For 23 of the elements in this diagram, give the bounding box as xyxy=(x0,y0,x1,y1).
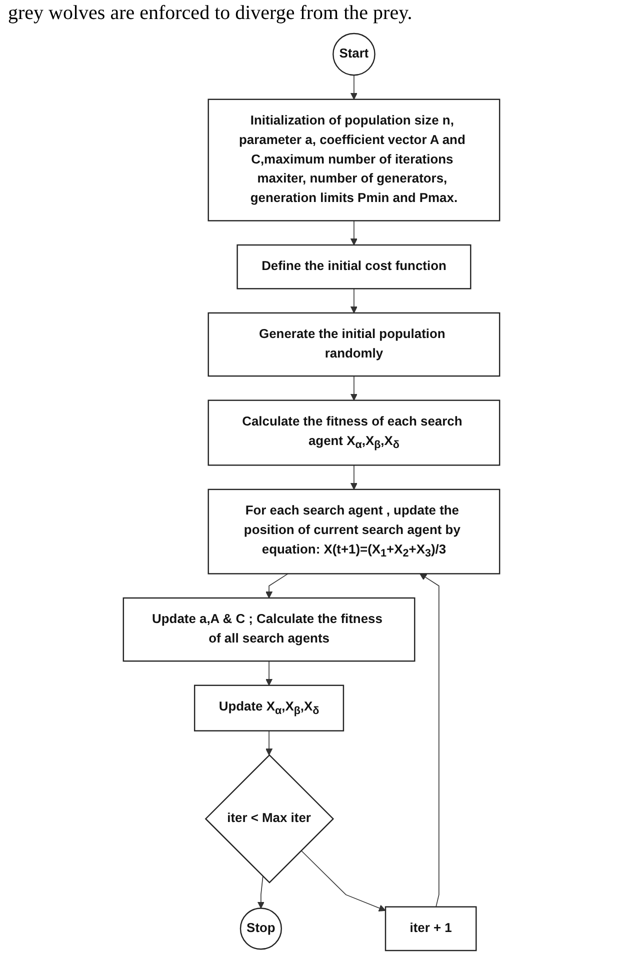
arrow xyxy=(264,660,272,686)
arrow xyxy=(350,464,358,490)
arrow xyxy=(419,573,439,908)
arrow xyxy=(350,376,358,401)
arrow xyxy=(350,288,358,314)
node-circle: Start xyxy=(332,32,375,76)
arrow xyxy=(350,220,358,246)
arrow xyxy=(350,74,358,100)
node-box: Calculate the fitness of each search agent X$_{α}$,X$_{β}$,X$_{δ}$ xyxy=(207,400,500,466)
node-diamond: iter < Max iter xyxy=(204,754,334,884)
node-box: Update a,A & C ; Calculate the fitness of all search agents xyxy=(122,597,415,662)
arrow xyxy=(264,730,272,756)
node-box: Initialization of population size n, parameter a, coefficient vector A and C,maximum number of iterations maxiter, number of generators, generation limits Pmin and Pmax. xyxy=(207,98,500,222)
node-box: Define the initial cost function xyxy=(236,244,471,290)
arrow xyxy=(300,850,386,912)
arrow xyxy=(256,876,264,909)
node-box: Generate the initial population randomly xyxy=(207,312,500,377)
node-box: iter + 1 xyxy=(384,906,476,952)
node-box: For each search agent , update the position of current search agent by equation: X(t+1)=(X$_{1}$+X$_{2}$+X$_{3}$)/3 xyxy=(207,488,500,574)
arrow xyxy=(264,573,288,598)
note-text: grey wolves are enforced to diverge from the prey. xyxy=(8,2,414,25)
node-circle: Stop xyxy=(239,908,282,950)
node-box: Update X$_{α}$,X$_{β}$,X$_{δ}$ xyxy=(193,684,344,732)
